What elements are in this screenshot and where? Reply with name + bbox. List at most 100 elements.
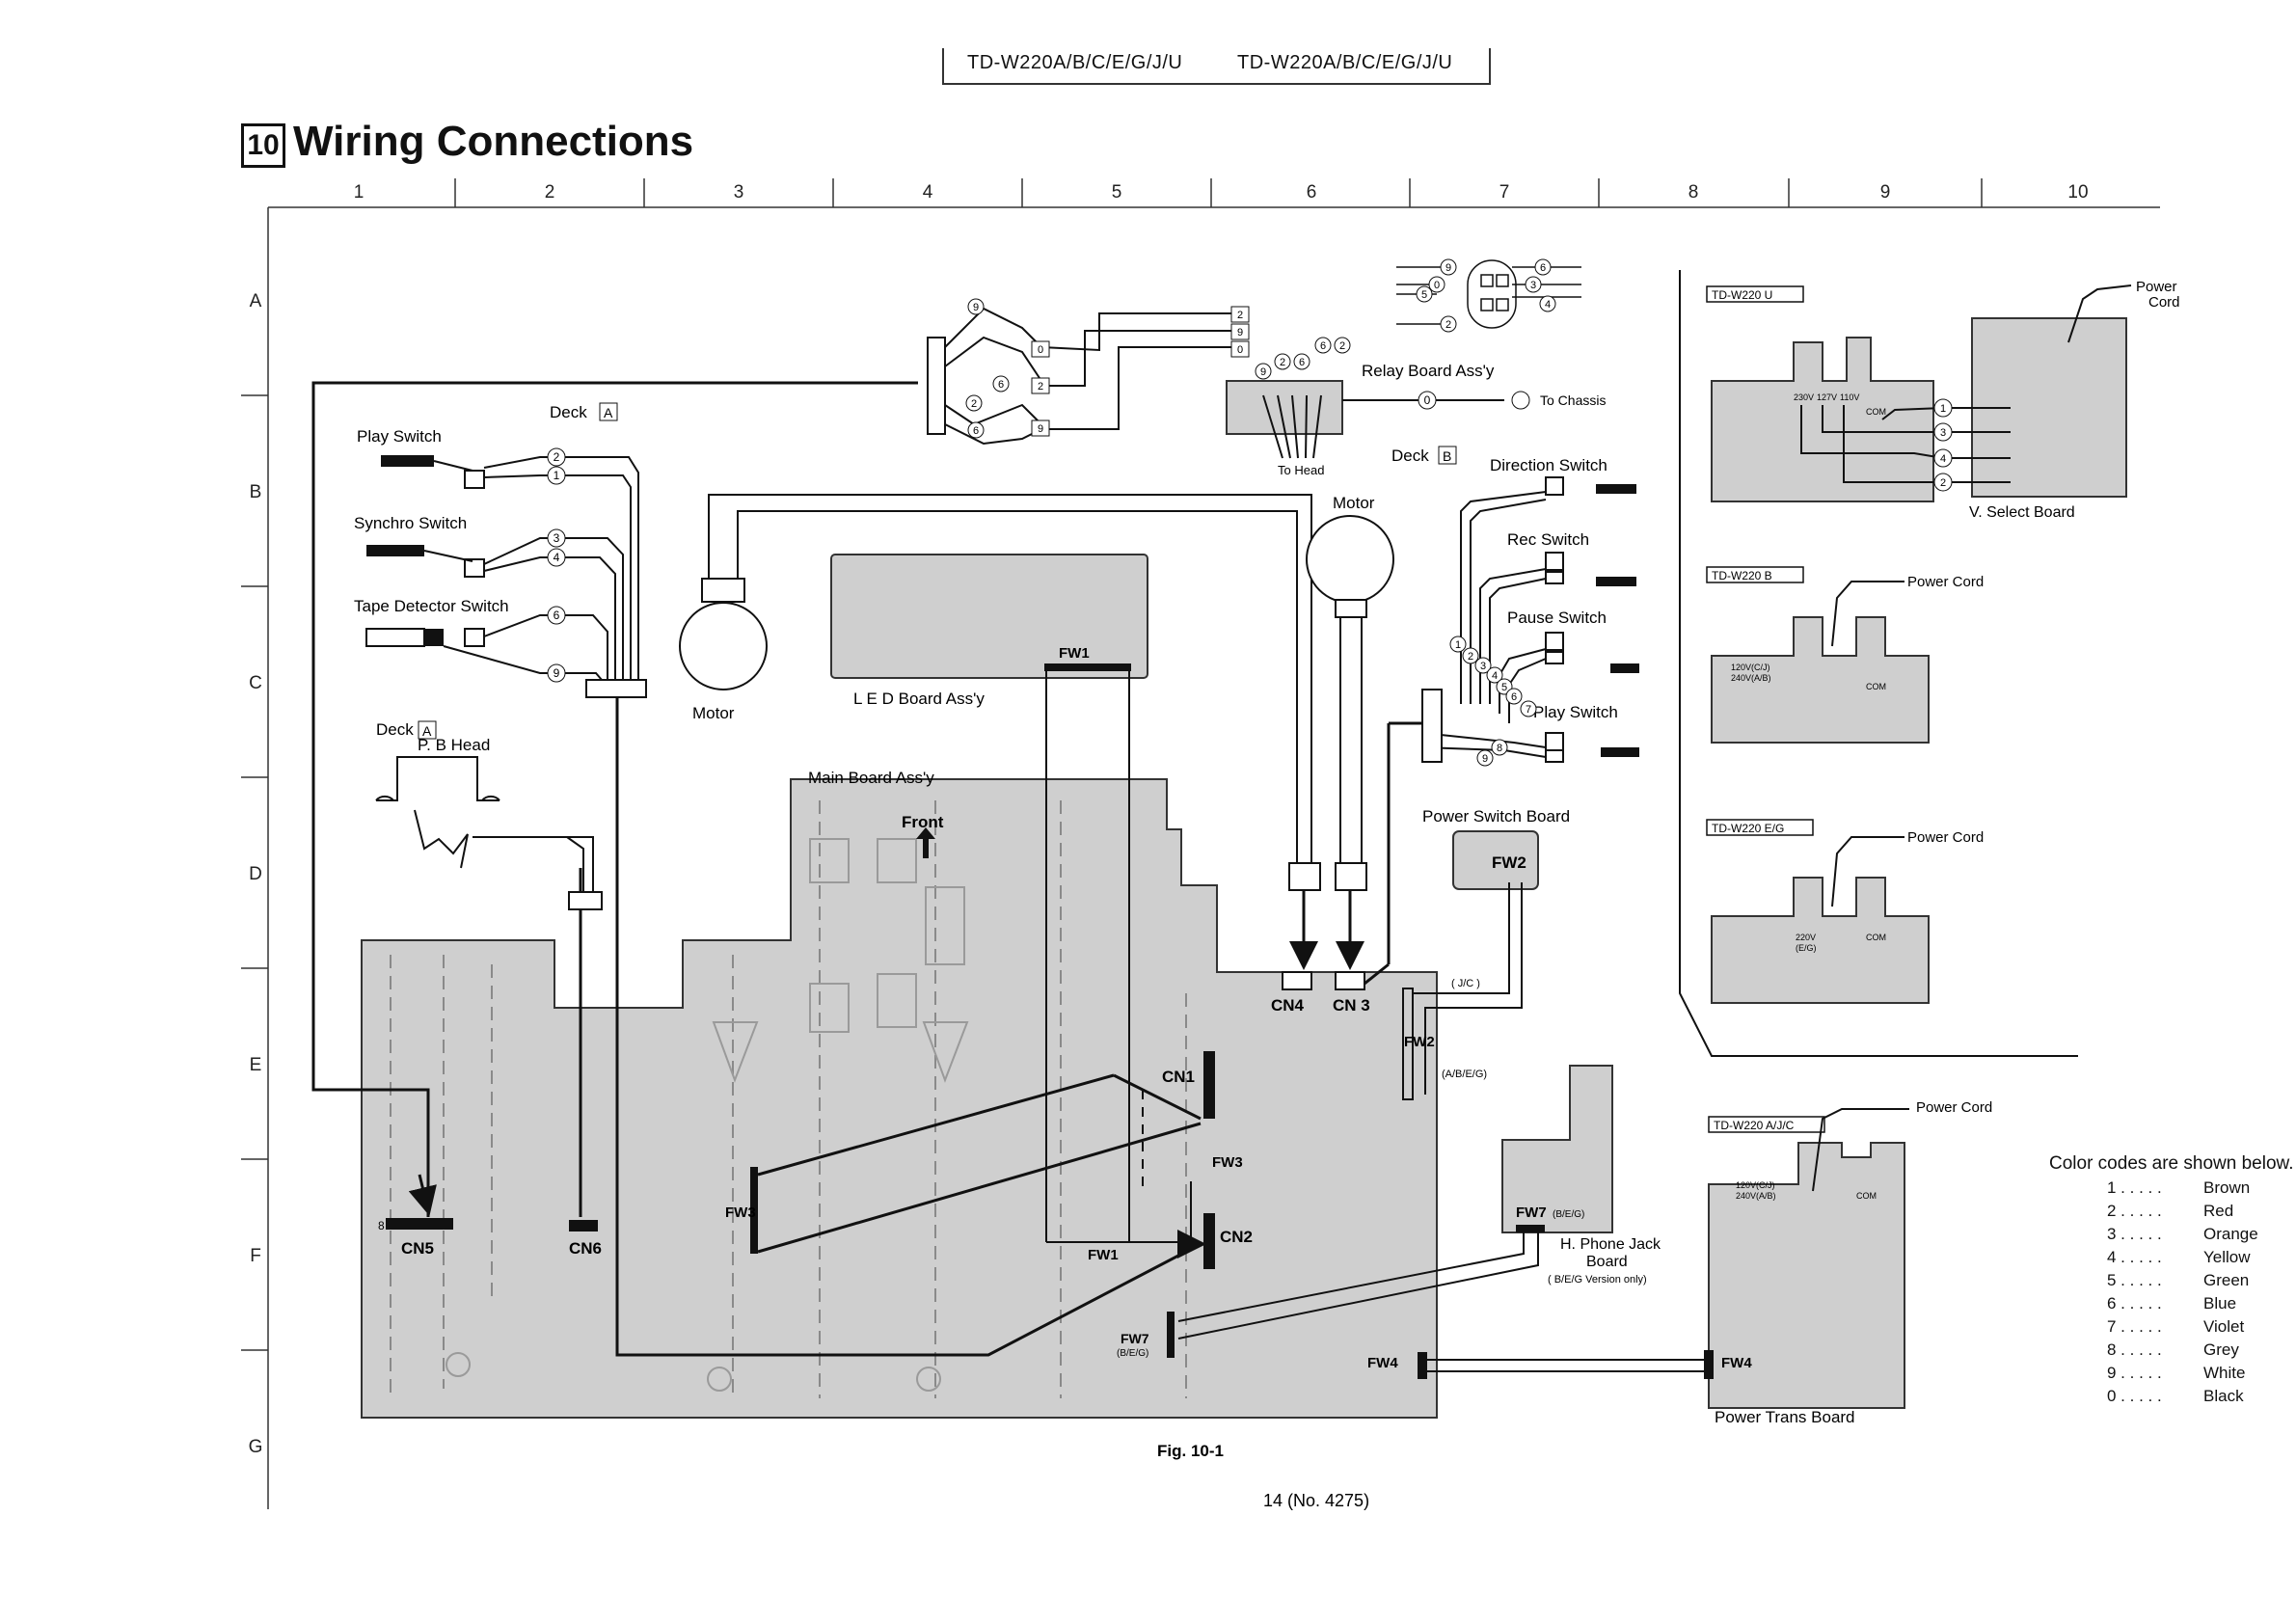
- color-code-row: 7 . . . . .Violet: [2107, 1317, 2245, 1336]
- page-title: Wiring Connections: [293, 118, 694, 165]
- left-harness-wire: [311, 381, 1202, 1357]
- svg-text:4: 4: [1492, 670, 1498, 682]
- left-motor-terminal: [701, 578, 745, 603]
- cn5-label: CN5: [401, 1239, 434, 1258]
- page-number: 14 (No. 4275): [1263, 1491, 1369, 1510]
- fw2b-label: FW2: [1404, 1034, 1435, 1050]
- main-board-traces: [390, 800, 1187, 1398]
- deck-b-connector: [1421, 689, 1443, 763]
- fw3-connector: [750, 1167, 758, 1254]
- svg-text:3: 3: [1530, 280, 1536, 291]
- svg-text:COM: COM: [1866, 407, 1886, 417]
- right-motor-wire: [1339, 617, 1363, 878]
- relay-schematic-markers: 9 0 5 2 6 3 4: [1416, 258, 1556, 333]
- wire-marker-text: 0: [1424, 393, 1431, 407]
- grid-row-label: D: [249, 864, 262, 884]
- svg-text:2: 2: [1468, 651, 1473, 663]
- cn1-label: CN1: [1162, 1068, 1195, 1086]
- wire-marker: 1: [554, 469, 560, 482]
- grid-frame: [267, 206, 2160, 1509]
- u-tap-wires: [1800, 405, 2011, 483]
- svg-text:0: 0: [1434, 280, 1440, 291]
- variant-ajc-v1: 120V(C/J): [1736, 1180, 1775, 1190]
- synchro-switch-label: Synchro Switch: [354, 514, 467, 532]
- cn6-label: CN6: [569, 1239, 602, 1258]
- grid-col-label: 10: [2067, 182, 2088, 203]
- svg-text:2: 2: [1339, 340, 1345, 352]
- pin-label: 8: [378, 1219, 385, 1232]
- relay-terminal: [1230, 323, 1250, 340]
- variant-ajc-v2: 240V(A/B): [1736, 1191, 1776, 1201]
- wire-marker: 9: [1237, 327, 1243, 338]
- svg-text:5: 5: [1421, 289, 1427, 301]
- fw1-label: FW1: [1059, 645, 1090, 662]
- grid-row-label: E: [250, 1055, 262, 1075]
- v-select-board: [1971, 317, 2127, 498]
- play-switch-b-label: Play Switch: [1533, 703, 1618, 721]
- jc-note: ( J/C ): [1451, 978, 1480, 989]
- variant-eg-v2: (E/G): [1796, 943, 1817, 953]
- fw7b-label: FW7: [1121, 1331, 1149, 1346]
- svg-text:3: 3: [1940, 427, 1946, 439]
- deck-a2-label: Deck: [376, 720, 414, 739]
- figure-caption: Fig. 10-1: [1157, 1442, 1224, 1460]
- cn5-arrow: [408, 1174, 437, 1216]
- fw4-label: FW4: [1367, 1355, 1398, 1371]
- svg-text:8: 8: [1497, 743, 1502, 754]
- wire-marker: 9: [554, 666, 560, 680]
- cn1-connector: [1203, 1051, 1215, 1119]
- relay-terminal: [1230, 340, 1250, 358]
- color-code-row: 6 . . . . .Blue: [2107, 1294, 2237, 1313]
- play-switch-b-icon: [1545, 732, 1639, 763]
- fw4-ribbon: [1427, 1359, 1709, 1372]
- svg-text:4: 4: [1940, 453, 1946, 465]
- fw2-label: FW2: [1492, 853, 1526, 872]
- power-switch-board: [1452, 830, 1539, 890]
- fw7-label: FW7: [1516, 1204, 1547, 1221]
- deck-b-box-text: B: [1443, 448, 1451, 464]
- fw4b-label: FW4: [1721, 1355, 1752, 1371]
- variant-b-com: COM: [1866, 682, 1886, 691]
- svg-text:9: 9: [1482, 753, 1488, 765]
- to-chassis-label: To Chassis: [1540, 392, 1606, 408]
- deck-b-markers: 1 2 3 4 5 6 7 8 9: [1449, 636, 1537, 767]
- chassis-ground-icon: [1511, 391, 1530, 410]
- pb-head-icon: [375, 756, 500, 869]
- variant-ajc-name: TD-W220 A/J/C: [1714, 1119, 1795, 1132]
- power-cord-u-label-1: Power: [2136, 279, 2177, 295]
- svg-text:1: 1: [1455, 639, 1461, 651]
- hphone-jack-board: [1501, 1065, 1613, 1233]
- section-number: 10: [241, 123, 285, 168]
- fw4-main-connector: [1418, 1352, 1427, 1379]
- head-connector: [927, 337, 946, 435]
- power-cord-b-label: Power Cord: [1907, 574, 1984, 590]
- deck-a-connector: [585, 679, 647, 698]
- deck-b-label: Deck: [1391, 447, 1429, 465]
- grid-col-label: 9: [1880, 182, 1891, 203]
- column-ticks: [454, 178, 1983, 207]
- wire-marker: [1418, 391, 1437, 410]
- grid-col-label: 1: [354, 182, 365, 203]
- led-board: [830, 554, 1148, 679]
- variant-eg-v1: 220V: [1796, 933, 1816, 942]
- relay-terminal: [1230, 306, 1250, 323]
- grid-row-label: B: [250, 482, 262, 502]
- grid-col-label: 3: [734, 182, 744, 203]
- cn5-connector: [386, 1218, 453, 1230]
- variant-panel-frame: [1679, 270, 2078, 1057]
- fw7-wire: [1177, 1232, 1539, 1340]
- pb-head-wire: [473, 836, 594, 892]
- fw7-note: (B/E/G): [1553, 1209, 1584, 1220]
- fw3b-label: FW3: [1212, 1154, 1243, 1171]
- front-arrow-icon: [916, 827, 935, 858]
- svg-text:9: 9: [1260, 366, 1266, 378]
- wire-marker: 3: [554, 531, 560, 545]
- power-cord-eg-icon: [1831, 836, 1904, 907]
- deck-b-harness: [1364, 962, 1390, 986]
- cn2-connector: [1203, 1213, 1215, 1269]
- svg-text:9: 9: [1445, 262, 1451, 274]
- variant-eg-name: TD-W220 E/G: [1712, 822, 1784, 835]
- variant-ajc-com: COM: [1856, 1191, 1877, 1201]
- grid-col-label: 5: [1112, 182, 1122, 203]
- wire-marker: 9: [1038, 423, 1043, 435]
